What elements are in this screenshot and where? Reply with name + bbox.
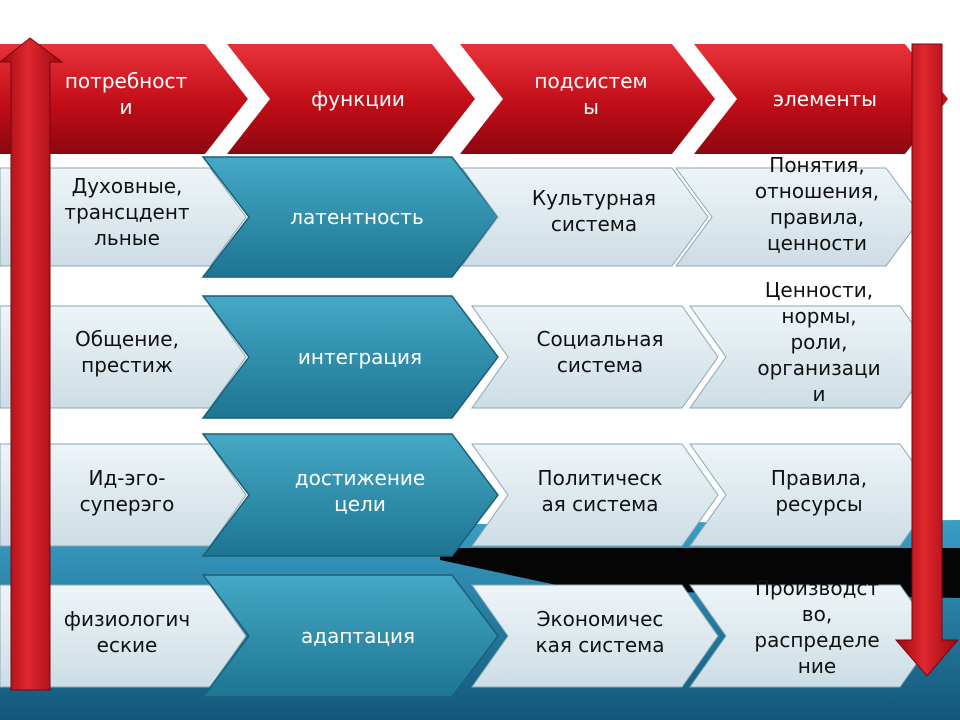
need-cell <box>0 167 247 267</box>
elements-cell <box>689 584 937 688</box>
need-label: Ид-эго-суперэго <box>80 466 175 516</box>
need-cell <box>0 584 247 688</box>
function-label: интеграция <box>298 345 422 369</box>
elements-cell <box>689 305 937 409</box>
header-functions: функции <box>227 44 475 154</box>
function-label: адаптация <box>301 624 415 648</box>
subsystem-cell <box>471 443 719 547</box>
header-elements: элементы <box>694 44 948 154</box>
elements-label: Понятия,отношения,правила,ценности <box>755 153 879 255</box>
elements-label: Правила,ресурсы <box>771 466 867 516</box>
subsystem-cell <box>471 584 719 688</box>
header-elements-label: элементы <box>773 87 877 111</box>
subsystem-cell <box>461 167 709 267</box>
function-cell <box>201 295 499 419</box>
function-cell <box>201 574 499 698</box>
down-arrow <box>894 43 960 677</box>
subsystem-cell <box>471 305 719 409</box>
function-cell <box>201 156 499 278</box>
function-label: латентность <box>290 205 423 229</box>
need-label: Общение,престиж <box>75 327 179 377</box>
function-cell <box>201 433 499 557</box>
need-cell <box>0 305 247 409</box>
elements-cell <box>675 167 923 267</box>
header-functions-label: функции <box>311 87 405 111</box>
up-arrow <box>0 37 64 691</box>
need-cell <box>0 443 247 547</box>
elements-cell <box>689 443 937 547</box>
